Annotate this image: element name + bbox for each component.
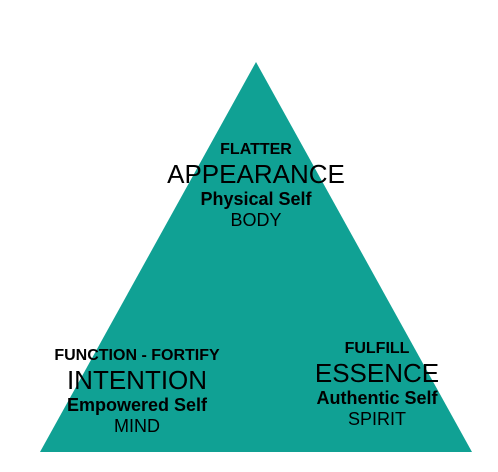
triangle-shape [40, 62, 472, 452]
top-section: FLATTER APPEARANCE Physical Self BODY [156, 140, 356, 231]
top-realm: BODY [230, 210, 282, 230]
bottom-right-verb: FULFILL [344, 340, 410, 357]
top-verb: FLATTER [220, 141, 292, 158]
bottom-right-word: ESSENCE [314, 358, 440, 388]
bottom-left-verb: FUNCTION - FORTIFY [54, 347, 220, 364]
bottom-right-self: Authentic Self [316, 388, 438, 408]
bottom-right-section: FULFILL ESSENCE Authentic Self SPIRIT [282, 339, 472, 430]
bottom-left-word: INTENTION [66, 365, 208, 395]
bottom-right-realm: SPIRIT [347, 409, 406, 429]
bottom-left-section: FUNCTION - FORTIFY INTENTION Empowered S… [22, 346, 252, 437]
top-word: APPEARANCE [167, 159, 345, 189]
bottom-left-realm: MIND [114, 416, 160, 436]
bottom-left-self: Empowered Self [66, 395, 208, 415]
top-self: Physical Self [200, 189, 312, 209]
